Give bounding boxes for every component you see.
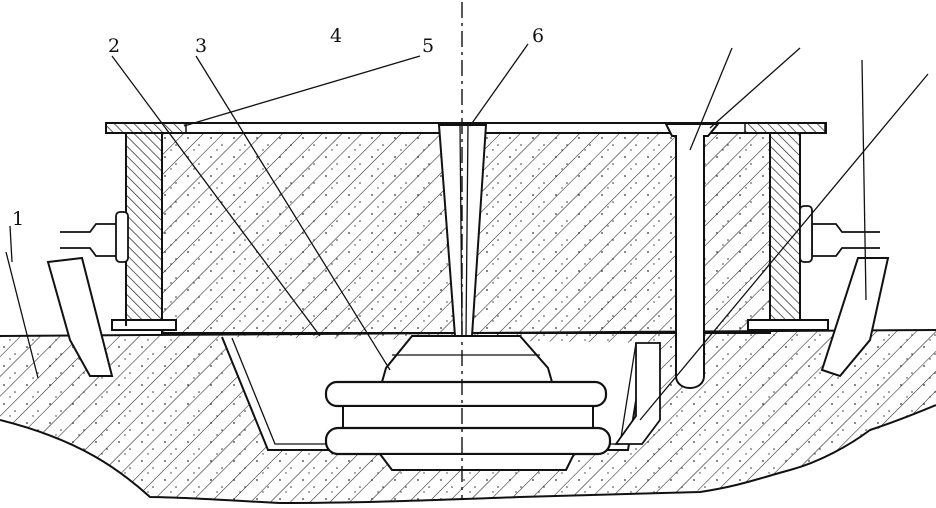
label-5: 5 <box>422 35 434 57</box>
riser-pin <box>664 123 721 389</box>
right-pin <box>799 205 880 263</box>
label-3: 3 <box>195 35 207 57</box>
right-flask-wall <box>747 132 829 331</box>
label-6: 6 <box>532 25 544 47</box>
callout-labels: 1 2 3 4 5 6 <box>12 25 544 230</box>
left-stake <box>5 251 114 379</box>
vent-channel <box>614 342 661 445</box>
left-flask-wall <box>111 132 177 331</box>
label-1: 1 <box>12 208 24 230</box>
left-pin <box>60 211 129 263</box>
label-2: 2 <box>108 35 120 57</box>
casting-stack <box>324 335 612 471</box>
label-4: 4 <box>330 25 342 47</box>
leader-lines <box>9 43 929 421</box>
right-stake <box>820 59 890 378</box>
